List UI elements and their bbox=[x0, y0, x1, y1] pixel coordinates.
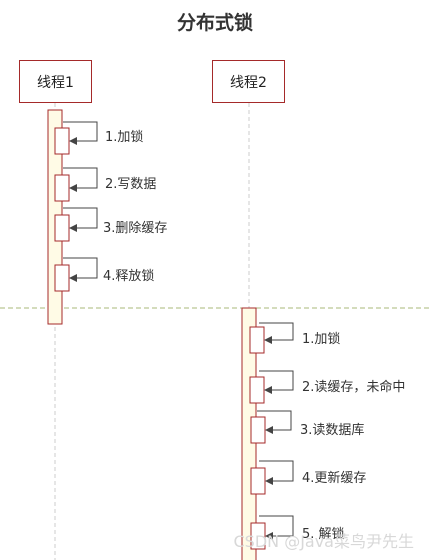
activation-thread2-read-cache bbox=[249, 376, 265, 404]
activation-thread1-lock bbox=[54, 127, 70, 155]
message-thread2-read-database: 3.读数据库 bbox=[300, 423, 365, 438]
participant-thread2: 线程2 bbox=[212, 60, 285, 103]
self-call-arrow-thread1-lock bbox=[63, 121, 98, 145]
self-call-arrow-thread2-read-db bbox=[257, 410, 292, 434]
participant-thread1: 线程1 bbox=[19, 60, 92, 103]
message-thread2-read-cache-miss: 2.读缓存，未命中 bbox=[302, 380, 406, 395]
diagram-title: 分布式锁 bbox=[176, 12, 253, 34]
message-thread1-release-lock: 4.释放锁 bbox=[103, 269, 155, 284]
self-call-arrow-thread1-write-data bbox=[63, 167, 98, 192]
activation-thread2-lock bbox=[249, 326, 265, 354]
watermark: CSDN @Java菜鸟尹先生 bbox=[233, 532, 414, 551]
activation-thread1-write-data bbox=[54, 174, 70, 202]
activation-thread2-update-cache bbox=[250, 467, 266, 495]
self-call-arrow-thread2-update-cache bbox=[259, 460, 294, 485]
message-thread2-unlock: 5. 解锁 bbox=[302, 527, 345, 542]
message-thread2-update-cache: 4.更新缓存 bbox=[302, 471, 367, 486]
message-thread2-lock: 1.加锁 bbox=[302, 332, 341, 347]
participant-thread2-label: 线程2 bbox=[230, 74, 267, 91]
activation-thread1-release-lock bbox=[54, 264, 70, 292]
message-thread1-write-data: 2.写数据 bbox=[105, 177, 157, 192]
self-call-arrow-thread1-delete-cache bbox=[63, 207, 98, 232]
message-thread1-lock: 1.加锁 bbox=[105, 130, 144, 145]
message-thread1-delete-cache: 3.删除缓存 bbox=[103, 221, 168, 236]
self-call-arrow-thread1-release-lock bbox=[63, 257, 98, 282]
activation-thread1-delete-cache bbox=[54, 214, 70, 242]
self-call-arrow-thread2-lock bbox=[259, 322, 294, 344]
participant-thread1-label: 线程1 bbox=[37, 74, 74, 91]
self-call-arrow-thread2-unlock bbox=[259, 515, 294, 540]
self-call-arrow-thread2-read-cache bbox=[259, 370, 294, 394]
activation-thread2-read-db bbox=[250, 416, 266, 444]
